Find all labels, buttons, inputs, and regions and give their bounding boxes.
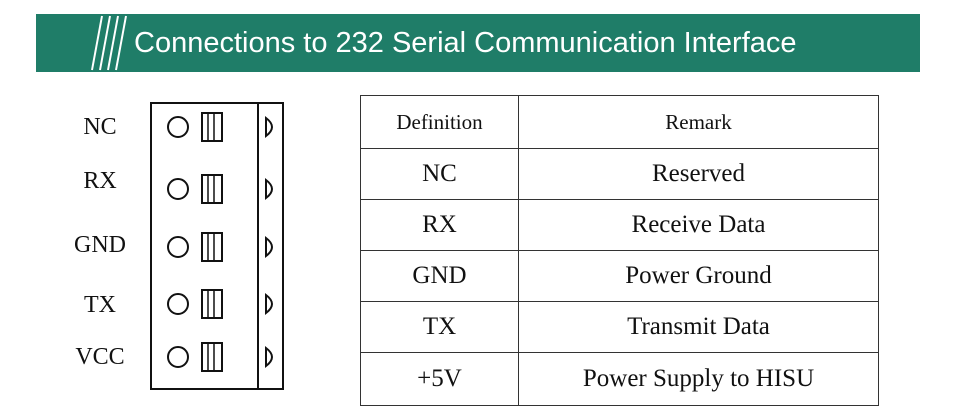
table-header-row: Definition Remark — [360, 95, 879, 149]
table-row: +5V Power Supply to HISU — [360, 352, 879, 406]
definition-cell: TX — [360, 301, 519, 353]
table-row: GND Power Ground — [360, 250, 879, 302]
remark-cell: Power Supply to HISU — [518, 352, 879, 406]
table-row: TX Transmit Data — [360, 301, 879, 353]
definition-cell: NC — [360, 148, 519, 200]
pin-label-rx: RX — [83, 168, 117, 194]
terminal-vcc — [167, 342, 273, 372]
table-row: RX Receive Data — [360, 199, 879, 251]
terminal-nc — [167, 112, 273, 142]
table-row: NC Reserved — [360, 148, 879, 200]
definition-cell: GND — [360, 250, 519, 302]
remark-cell: Receive Data — [518, 199, 879, 251]
header-remark: Remark — [518, 95, 879, 149]
terminal-block-connector — [150, 102, 284, 390]
terminal-rx — [167, 174, 273, 204]
pin-definition-table: Definition Remark NC Reserved RX Receive… — [360, 95, 879, 406]
page-title: Connections to 232 Serial Communication … — [134, 27, 797, 59]
definition-cell: RX — [360, 199, 519, 251]
terminal-tx — [167, 289, 273, 319]
definition-cell: +5V — [360, 352, 519, 406]
header-definition: Definition — [360, 95, 519, 149]
remark-cell: Reserved — [518, 148, 879, 200]
pin-label-tx: TX — [84, 292, 116, 318]
stripes-icon — [91, 15, 127, 71]
title-banner: Connections to 232 Serial Communication … — [36, 14, 920, 72]
pin-label-gnd: GND — [74, 232, 126, 258]
pin-label-nc: NC — [83, 114, 117, 140]
remark-cell: Power Ground — [518, 250, 879, 302]
pin-label-vcc: VCC — [75, 344, 125, 370]
terminal-gnd — [167, 232, 273, 262]
remark-cell: Transmit Data — [518, 301, 879, 353]
